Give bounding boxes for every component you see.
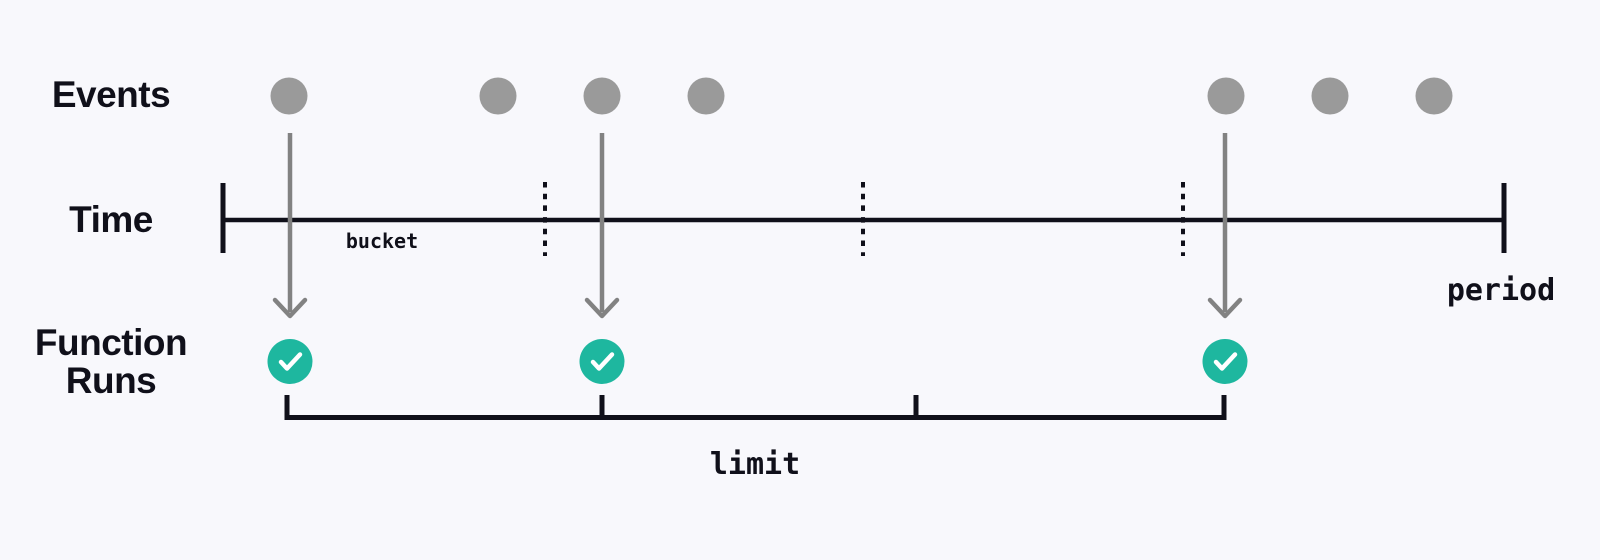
function-runs-label-line2: Runs: [65, 360, 157, 401]
function-run-badge: [1202, 339, 1248, 384]
function-runs-label-line1: Function: [34, 322, 188, 363]
check-icon: [1213, 352, 1238, 371]
event-dot: [270, 77, 308, 115]
event-dot: [583, 77, 621, 115]
limit-label: limit: [709, 447, 801, 482]
check-icon: [590, 352, 615, 371]
check-icon: [278, 352, 303, 371]
function-run-badge: [267, 339, 313, 384]
event-dot: [687, 77, 725, 115]
event-dot: [1311, 77, 1349, 115]
bucket-label: bucket: [345, 229, 419, 253]
arrowhead-down-icon: [584, 297, 620, 319]
event-dot: [479, 77, 517, 115]
events-row-label: Events: [51, 74, 171, 115]
period-label: period: [1446, 273, 1556, 308]
arrowhead-down-icon: [1207, 297, 1243, 319]
function-runs-row-label: Function Runs: [0, 324, 222, 400]
time-row-label: Time: [69, 199, 153, 240]
function-run-badge: [579, 339, 625, 384]
event-dot: [1415, 77, 1453, 115]
event-dot: [1207, 77, 1245, 115]
arrowhead-down-icon: [272, 297, 308, 319]
